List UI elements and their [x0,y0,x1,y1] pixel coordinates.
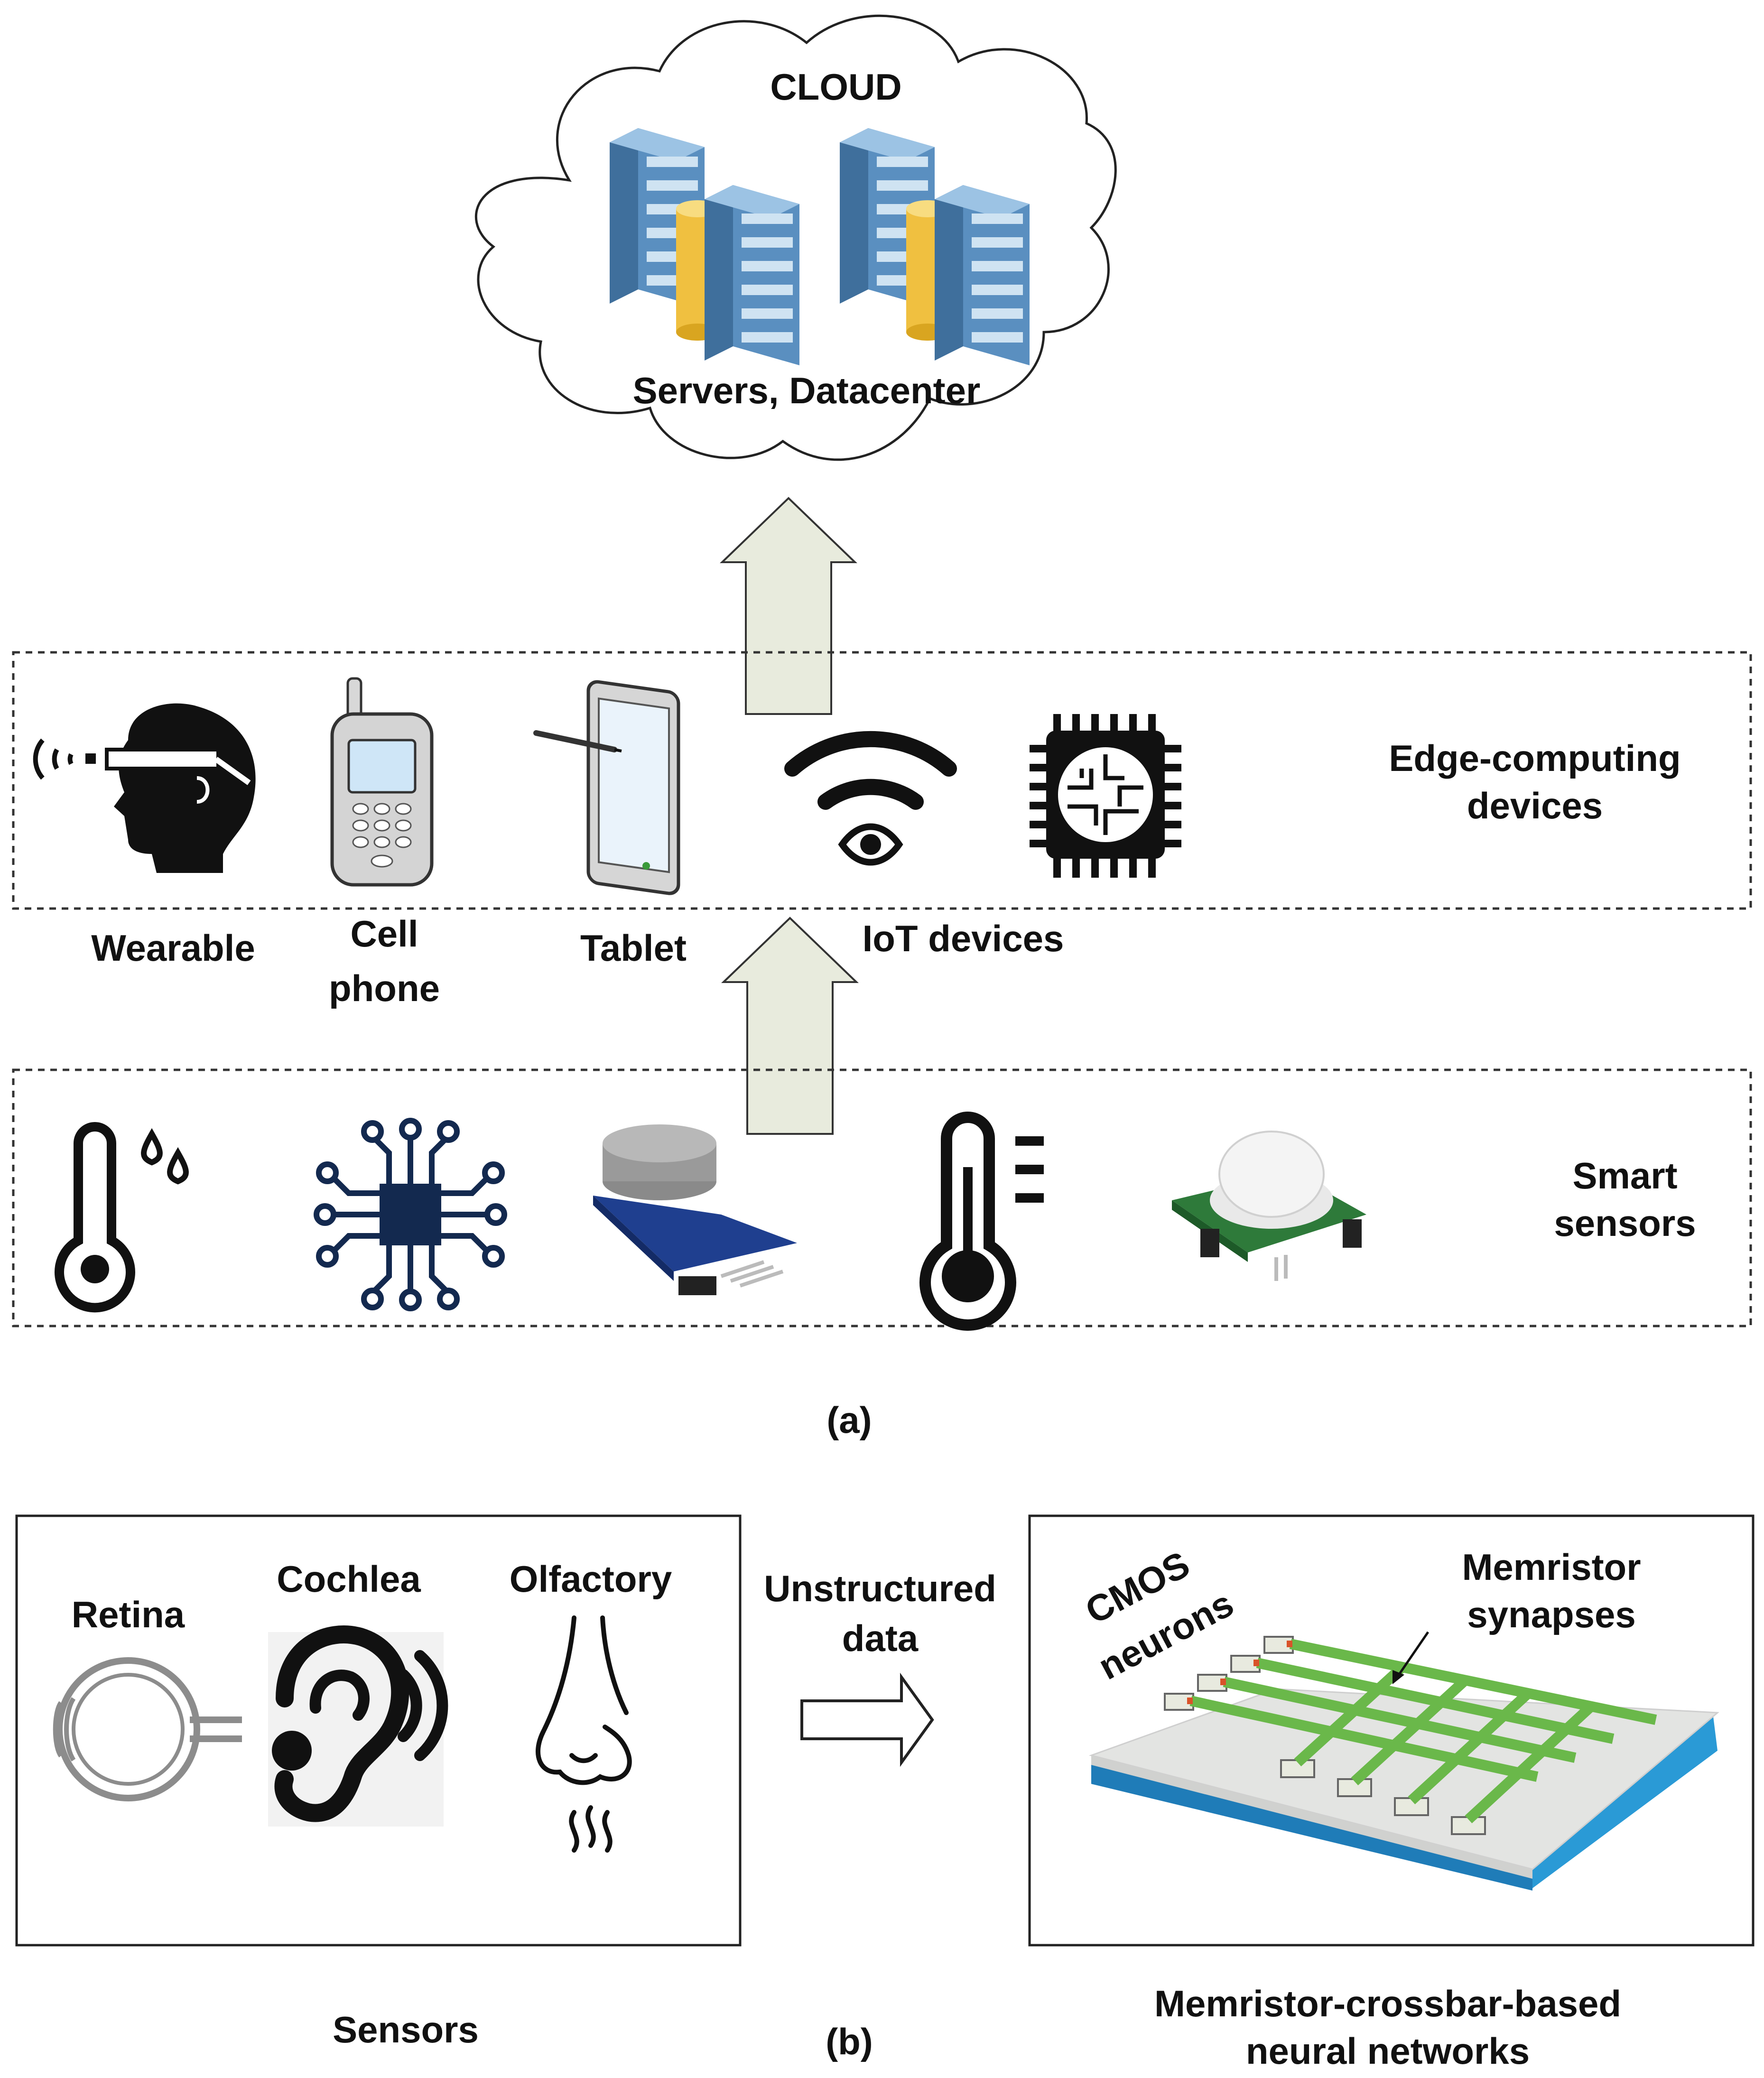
crossbar-caption-line1: Memristor-crossbar-based [1154,1983,1621,2024]
memristor-synapses-label-line2: synapses [1467,1594,1636,1635]
sensor-label-olfactory: Olfactory [510,1558,672,1600]
panel-a-caption: (a) [826,1399,872,1441]
bio-sensors-box [15,1514,742,1947]
thermometer-icon [919,1112,1044,1331]
thermometer-humidity-icon [55,1122,189,1313]
device-label-cell-line2: phone [329,967,440,1009]
device-label-tablet: Tablet [580,927,687,969]
circuit-chip-icon [314,1118,507,1311]
unstructured-data-label-line2: data [842,1617,919,1659]
sensors-caption: Sensors [333,2009,479,2050]
smart-sensors-box [12,1068,1752,1327]
tablet-stylus-icon [533,680,680,895]
edge-devices-label-line1: Edge-computing [1389,737,1680,779]
sensor-label-retina: Retina [72,1594,185,1635]
arrow-sensors-to-edge [723,917,857,1135]
cloud: CLOUD Servers, Datacenter [474,14,1117,461]
device-label-wearable: Wearable [91,927,255,969]
device-label-cell-line1: Cell [350,913,418,955]
sensor-label-cochlea: Cochlea [277,1558,421,1600]
crossbar-chip [1088,1631,1719,1891]
edge-devices-label-line2: devices [1467,785,1603,826]
smart-sensors-label-line2: sensors [1554,1202,1696,1244]
device-label-iot: IoT devices [863,918,1064,959]
memristor-synapses-label-line1: Memristor [1462,1546,1641,1588]
unstructured-data-label-line1: Unstructured [764,1568,996,1609]
eye-icon [53,1657,242,1801]
brain-chip-icon [1030,714,1181,878]
pir-motion-sensor-icon [1172,1131,1366,1281]
wifi-eye-icon [784,731,957,866]
arrow-edge-to-cloud [721,497,856,715]
ear-icon [268,1625,448,1827]
smart-glasses-head-icon [33,703,256,873]
cell-phone-icon [330,677,434,887]
crossbar-box [1028,1514,1755,1947]
cloud-title: CLOUD [770,66,901,108]
arrow-sensors-to-crossbar [800,1672,934,1767]
nose-icon [536,1615,632,1853]
smart-sensors-label-line1: Smart [1572,1155,1677,1197]
crossbar-caption-line2: neural networks [1246,2030,1530,2072]
edge-devices-box [12,651,1752,910]
cloud-caption: Servers, Datacenter [633,370,981,411]
panel-b-caption: (b) [826,2021,873,2062]
gas-sensor-module-icon [593,1124,797,1295]
